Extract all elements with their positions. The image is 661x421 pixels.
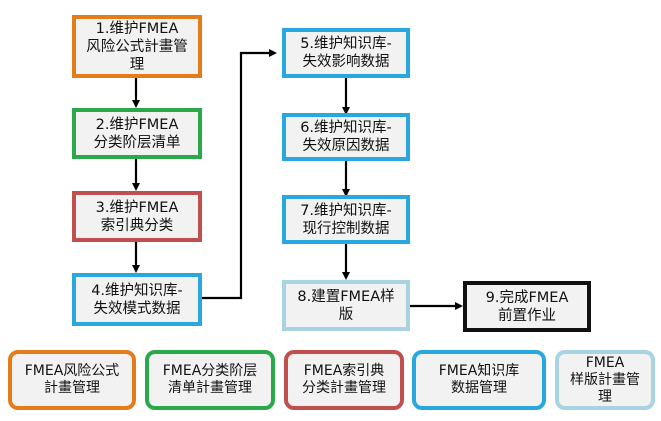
step-1-box: 1.维护FMEA 风险公式計畫管 理 (72, 15, 202, 78)
step-6-box: 6.维护知识库- 失效原因数据 (282, 113, 410, 161)
step-4-label: 4.维护知识库- 失效模式数据 (91, 282, 183, 317)
step-6-label: 6.维护知识库- 失效原因数据 (300, 120, 392, 154)
step-9-label: 9.完成FMEA 前置作业 (485, 289, 569, 324)
step-3-box: 3.维护FMEA 索引典分类 (72, 191, 202, 242)
legend-item-5: FMEA 样版計畫管 理 (555, 350, 655, 410)
step-9-box: 9.完成FMEA 前置作业 (463, 281, 591, 332)
legend-item-2-label: FMEA分类阶层 清单計畫管理 (162, 363, 258, 396)
step-5-box: 5.维护知识库- 失效影响数据 (282, 28, 410, 78)
legend-item-1-label: FMEA风险公式 計畫管理 (24, 363, 120, 396)
step-8-label: 8.建置FMEA样 版 (297, 288, 395, 323)
step-7-label: 7.维护知识库- 现行控制数据 (300, 202, 392, 237)
legend-item-2: FMEA分类阶层 清单計畫管理 (145, 350, 275, 410)
step-7-box: 7.维护知识库- 现行控制数据 (282, 195, 410, 244)
legend-item-4-label: FMEA知识库 数据管理 (438, 363, 520, 396)
step-1-label: 1.维护FMEA 风险公式計畫管 理 (86, 20, 188, 73)
legend-item-3-label: FMEA索引典 分类計畫管理 (302, 363, 386, 396)
legend-item-5-label: FMEA 样版計畫管 理 (570, 354, 640, 405)
step-2-box: 2.维护FMEA 分类阶层清单 (72, 108, 202, 159)
step-5-label: 5.维护知识库- 失效影响数据 (300, 36, 392, 70)
step-4-box: 4.维护知识库- 失效模式数据 (72, 273, 202, 326)
legend-item-1: FMEA风险公式 計畫管理 (8, 350, 136, 410)
legend-item-4: FMEA知识库 数据管理 (412, 350, 546, 410)
arrow-4-5 (202, 49, 277, 300)
step-3-label: 3.维护FMEA 索引典分类 (95, 199, 179, 234)
step-2-label: 2.维护FMEA 分类阶层清单 (93, 116, 181, 151)
legend-item-3: FMEA索引典 分类計畫管理 (284, 350, 404, 410)
step-8-box: 8.建置FMEA样 版 (282, 280, 410, 331)
